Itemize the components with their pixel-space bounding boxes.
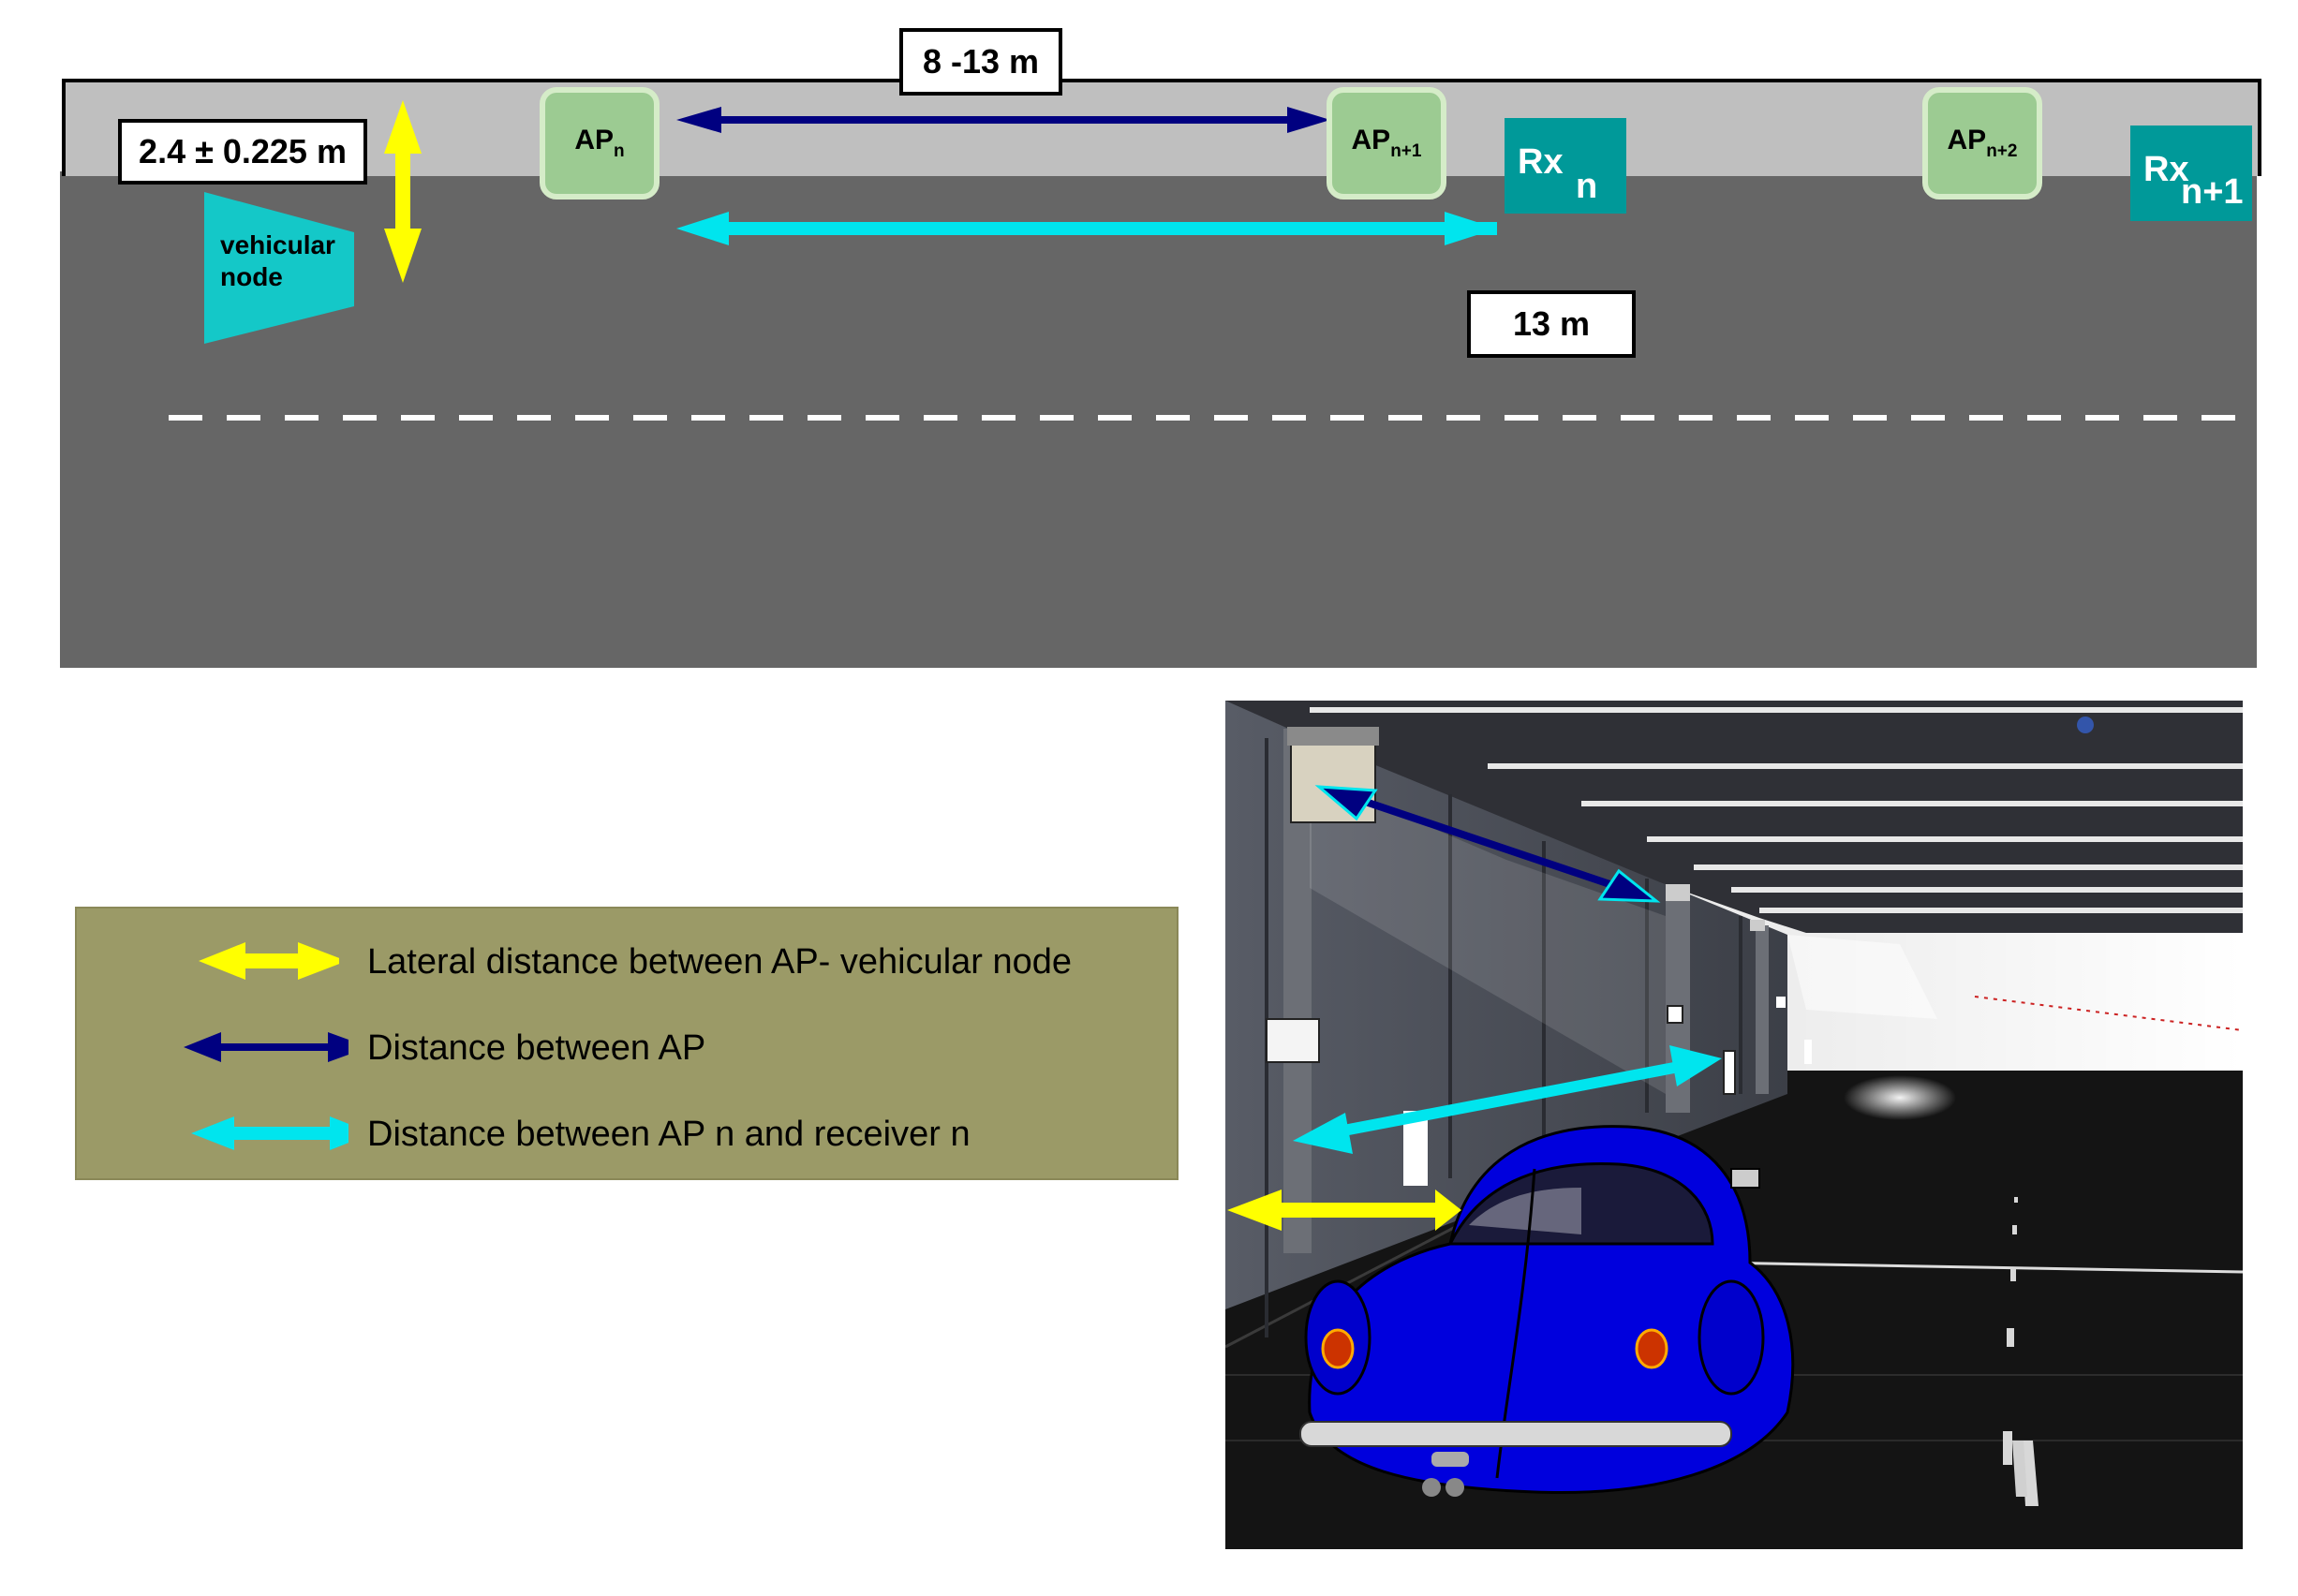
- ap-label: APn+2: [1947, 125, 2018, 161]
- vehicular-node-shape: [204, 192, 354, 344]
- wall-access-point: [1287, 727, 1379, 823]
- legend-panel: Lateral distance between AP- vehicular n…: [75, 907, 1179, 1180]
- scene-lateral-arrow: [1227, 1190, 1461, 1231]
- plan-arrows: [384, 100, 1497, 283]
- navy-double-arrow-icon: [184, 1032, 348, 1062]
- receiver-post: [1723, 1050, 1736, 1095]
- legend-label: Distance between AP: [367, 1028, 706, 1068]
- legend-item-ap-spacing: Distance between AP: [77, 1019, 1177, 1075]
- tunnel-3d-scene: [1225, 701, 2243, 1549]
- receiver-n: Rx n: [1505, 118, 1626, 214]
- ap-label: APn+1: [1351, 125, 1422, 161]
- access-point-n-plus-1: APn+1: [1327, 87, 1446, 200]
- receiver-n-plus-1: Rx n+1: [2130, 126, 2252, 221]
- legend-item-lateral: Lateral distance between AP- vehicular n…: [77, 933, 1177, 989]
- lateral-distance-label: 2.4 ± 0.225 m: [118, 119, 367, 185]
- legend-label: Distance between AP n and receiver n: [367, 1115, 971, 1154]
- access-point-n: APn: [540, 87, 660, 200]
- lateral-distance-arrow: [384, 100, 422, 283]
- cyan-double-arrow-icon: [191, 1116, 348, 1150]
- tunnel-wall: [1225, 701, 1787, 1309]
- access-point-n-plus-2: APn+2: [1922, 87, 2042, 200]
- legend-label: Lateral distance between AP- vehicular n…: [367, 942, 1073, 982]
- scene-ap-receiver-arrow: [1293, 1045, 1722, 1154]
- ceiling-strip: [62, 79, 2261, 176]
- ap-label: APn: [574, 125, 625, 161]
- ap-receiver-distance-label: 13 m: [1467, 290, 1636, 358]
- plan-view: vehicular node 2.4 ± 0.225 m 8 -13 m 13 …: [0, 0, 2298, 674]
- ap-spacing-arrow: [676, 107, 1330, 133]
- scene-ap-spacing-arrow: [1314, 785, 1661, 903]
- logo-icon: [2077, 717, 2094, 733]
- ap-receiver-arrow: [676, 212, 1497, 245]
- legend-item-ap-receiver: Distance between AP n and receiver n: [77, 1105, 1177, 1161]
- yellow-double-arrow-icon: [199, 942, 339, 980]
- tunnel-ceiling: [1225, 701, 2243, 933]
- ap-spacing-label: 8 -13 m: [899, 28, 1062, 96]
- vehicular-node-label: vehicular node: [220, 230, 335, 291]
- blue-car: [1299, 1125, 1795, 1497]
